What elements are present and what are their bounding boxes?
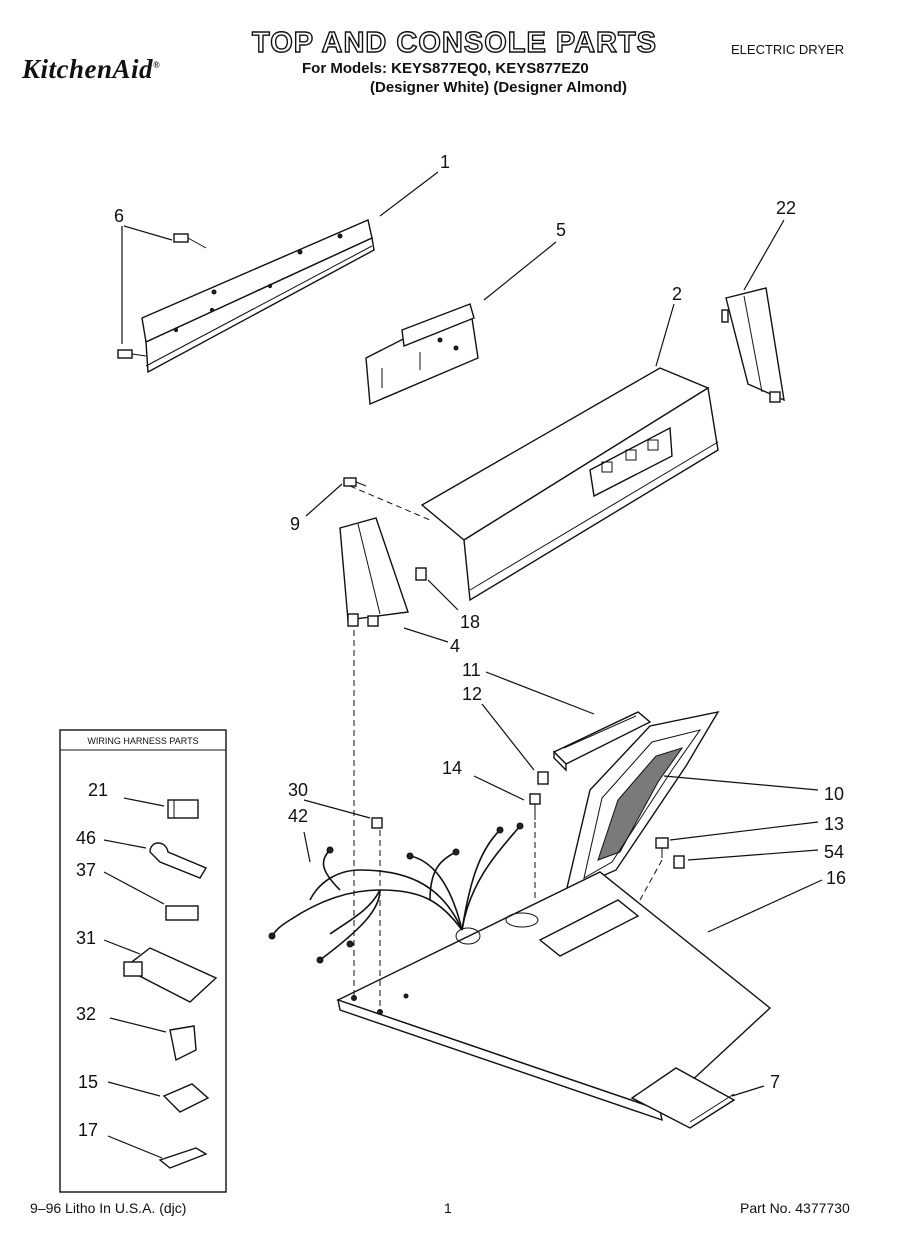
callout-12: 12 (462, 684, 482, 704)
callout-21: 21 (88, 780, 108, 800)
wiring-harness-inset: WIRING HARNESS PARTS (59, 729, 227, 1193)
callout-22: 22 (776, 198, 796, 218)
part-11-filter (552, 711, 652, 772)
part-22-right-end-cap (721, 287, 785, 403)
part-30-clip (371, 817, 383, 829)
page-title: TOP AND CONSOLE PARTS (251, 26, 658, 59)
part-9-screw (343, 477, 367, 487)
callout-4: 4 (450, 636, 460, 656)
part-18-screw (415, 567, 427, 581)
model-numbers: For Models: KEYS877EQ0, KEYS877EZ0 (302, 60, 589, 77)
part-4-left-end-cap (339, 517, 409, 627)
callout-32: 32 (76, 1004, 96, 1024)
part-54-screw (673, 855, 685, 869)
callout-16: 16 (826, 868, 846, 888)
part-6-screws (117, 233, 207, 359)
callout-54: 54 (824, 842, 844, 862)
leader-lines (121, 171, 823, 1097)
part-1-mounting-bracket (141, 219, 375, 374)
part-2-console-panel (420, 367, 719, 602)
part-12-clip (537, 771, 549, 785)
inset-title: WIRING HARNESS PARTS (87, 736, 198, 746)
part-10-lint-screen (564, 710, 720, 894)
product-type: ELECTRIC DRYER (731, 42, 845, 57)
part-42-wiring-harness (268, 822, 524, 964)
callout-5: 5 (556, 220, 566, 240)
part-number: Part No. 4377730 (740, 1200, 850, 1216)
callout-42: 42 (288, 806, 308, 826)
brand-logo: KitchenAid® (22, 54, 161, 84)
callout-46: 46 (76, 828, 96, 848)
page-number: 1 (444, 1200, 452, 1216)
callout-7: 7 (770, 1072, 780, 1092)
part-7-front-strip (630, 1067, 736, 1129)
callout-2: 2 (672, 284, 682, 304)
part-16-top-panel (336, 871, 772, 1122)
callout-18: 18 (460, 612, 480, 632)
callout-6: 6 (114, 206, 124, 226)
callout-10: 10 (824, 784, 844, 804)
callout-31: 31 (76, 928, 96, 948)
callout-13: 13 (824, 814, 844, 834)
part-13-screw (655, 837, 669, 858)
callout-11: 11 (462, 660, 481, 680)
callout-30: 30 (288, 780, 308, 800)
callout-1: 1 (440, 152, 450, 172)
part-14-screw (529, 793, 541, 820)
callout-17: 17 (78, 1120, 98, 1140)
print-info: 9–96 Litho In U.S.A. (djc) (30, 1200, 187, 1216)
part-5-control-board (365, 303, 479, 406)
callout-14: 14 (442, 758, 462, 778)
callout-9: 9 (290, 514, 300, 534)
callout-15: 15 (78, 1072, 98, 1092)
model-variants: (Designer White) (Designer Almond) (370, 79, 627, 96)
callout-37: 37 (76, 860, 96, 880)
